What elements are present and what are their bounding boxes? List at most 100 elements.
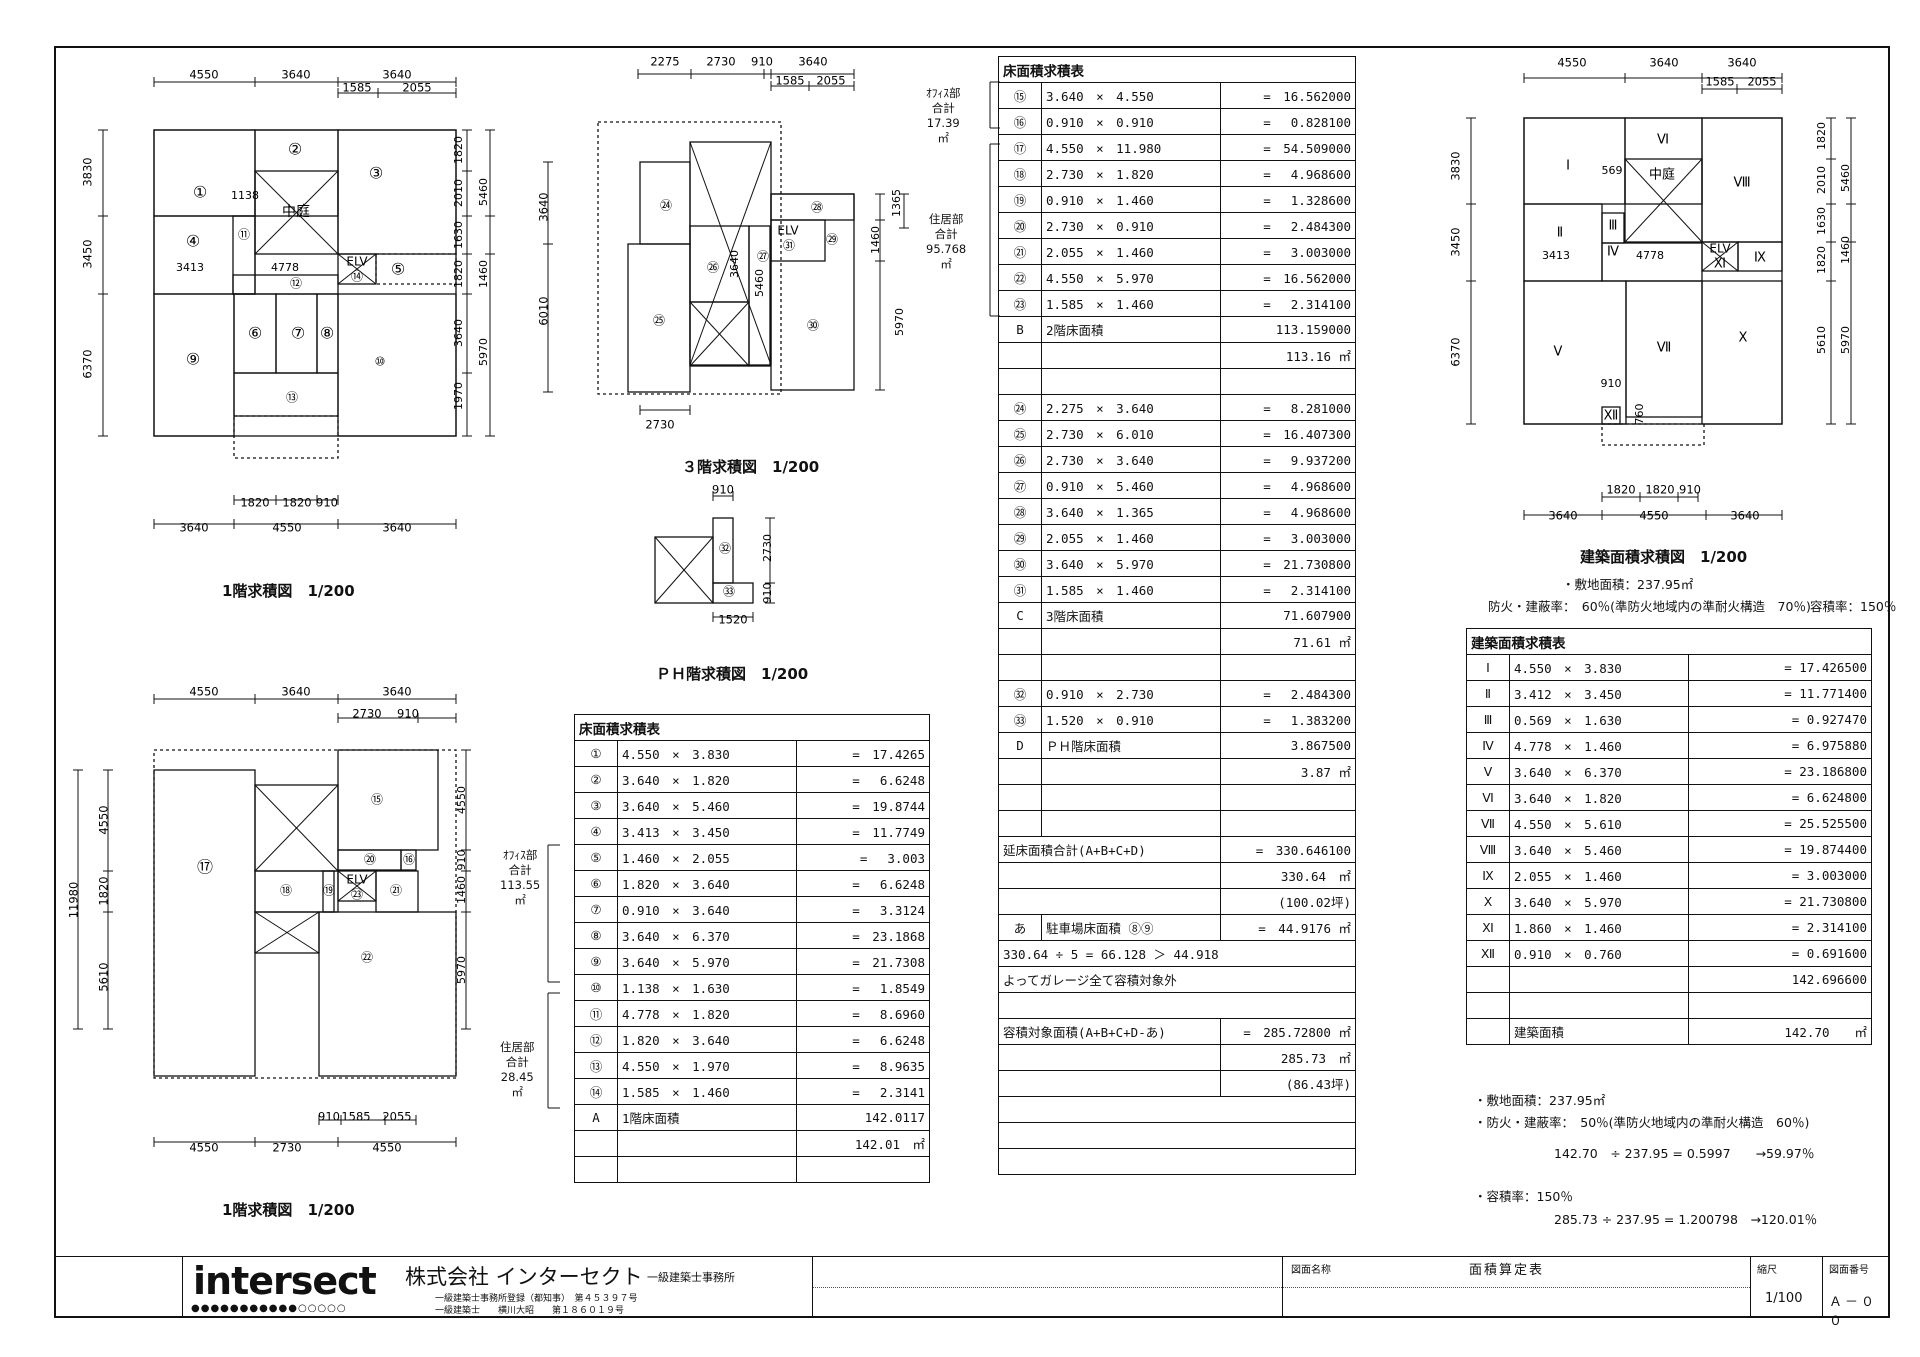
blank-row <box>998 810 1356 837</box>
table-cell: = 2.314100 <box>1220 290 1356 317</box>
table-cell: C <box>998 602 1042 629</box>
far-tsubo-row: (86.43坪) <box>998 1070 1356 1097</box>
plan-line <box>254 784 339 872</box>
subtotal-rounded: 142.01 ㎡ <box>796 1130 930 1157</box>
plan-label: 1630 <box>452 221 465 249</box>
table-cell <box>1466 992 1510 1019</box>
plan-room-outline <box>337 293 457 437</box>
blank-row <box>1466 992 1872 1019</box>
table-cell: Ⅲ <box>1466 706 1510 733</box>
subtotal-label: A <box>574 1104 618 1131</box>
plan-room-outline <box>1624 158 1703 243</box>
table-cell: 1.585 × 1.460 <box>1041 576 1221 603</box>
plan-label: 3640 <box>1727 56 1756 70</box>
plan-label: 3640 <box>1649 56 1678 70</box>
table-cell: = 1.328600 <box>1220 186 1356 213</box>
table-cell: = 0.927470 <box>1688 706 1872 733</box>
plan-label: 1970 <box>452 382 465 410</box>
row-number: ⑫ <box>574 1026 618 1053</box>
plan-label: 2730 <box>761 534 774 562</box>
table-cell: 0.910 × 1.460 <box>1041 186 1221 213</box>
blank-cell <box>812 1257 1282 1317</box>
number-label: 図面番号 <box>1829 1265 1869 1276</box>
blank-row <box>998 784 1356 811</box>
garage-note-row: よってガレージ全て容積対象外 <box>998 966 1356 993</box>
plan-label: 1820 <box>282 496 311 510</box>
row-result: = 6.6248 <box>796 766 930 793</box>
table-cell: 142.70 ㎡ <box>1688 1018 1872 1045</box>
plan-room-outline <box>254 170 339 255</box>
plan-label: 2055 <box>1747 75 1776 89</box>
table-cell: Ⅶ <box>1466 810 1510 837</box>
plan-room-outline <box>1701 280 1783 425</box>
plan-room-outline <box>400 849 417 871</box>
table-cell: = 1.383200 <box>1220 706 1356 733</box>
registration-2: 一級建築士 横川大昭 第１８６０１９号 <box>435 1306 625 1316</box>
table-cell: = 21.730800 <box>1220 550 1356 577</box>
plan-label: 中庭 <box>1649 167 1675 183</box>
plan-label: 1820 <box>1606 483 1635 497</box>
table-cell <box>998 1122 1356 1149</box>
plan-label: ⑰ <box>197 858 213 877</box>
blank-row <box>998 654 1356 681</box>
table-cell: = 3.003000 <box>1220 238 1356 265</box>
plan-label: 910 <box>761 583 774 604</box>
table-cell: 2.730 × 6.010 <box>1041 420 1221 447</box>
plan-label: 3640 <box>537 192 551 221</box>
table-cell: 3.640 × 5.970 <box>1041 550 1221 577</box>
plan-label: 1585 <box>1705 75 1734 89</box>
plan-label: 2055 <box>402 81 431 95</box>
plan-label: 4550 <box>97 805 111 834</box>
total-tsubo-row: (100.02坪) <box>998 888 1356 915</box>
row-number: ① <box>574 740 618 767</box>
plan-label: 2055 <box>382 1110 411 1124</box>
far-calc: 285.73 ÷ 237.95 = 1.200798 →120.01％ <box>1554 1212 1818 1227</box>
table-cell <box>574 1130 618 1157</box>
table-cell: 2.730 × 3.640 <box>1041 446 1221 473</box>
plan-room-outline <box>1523 280 1627 425</box>
plan-label: Ⅺ <box>1714 257 1726 272</box>
table-cell: ⑮ <box>998 82 1042 109</box>
plan-label: 中庭 <box>282 203 310 220</box>
coverage-calc: 142.70 ÷ 237.95 = 0.5997 →59.97％ <box>1554 1146 1815 1161</box>
table-cell: 2.055 × 1.460 <box>1041 524 1221 551</box>
table-cell: 延床面積合計(A+B+C+D) <box>998 836 1221 863</box>
plan-label: 5970 <box>1839 326 1852 354</box>
plan-label: 910 <box>455 850 468 871</box>
table-cell: = 44.9176 ㎡ <box>1220 914 1356 941</box>
table-cell: ＰＨ階床面積 <box>1041 732 1221 759</box>
table-cell <box>998 758 1042 785</box>
plan-label: 2055 <box>816 74 845 88</box>
table-cell: = 16.407300 <box>1220 420 1356 447</box>
table-cell: 2.055 × 1.460 <box>1509 862 1689 889</box>
company-logo: intersect <box>193 1259 377 1303</box>
table-cell: ㉙ <box>998 524 1042 551</box>
table-cell: = 11.771400 <box>1688 680 1872 707</box>
table-cell: D <box>998 732 1042 759</box>
table-cell: = 9.937200 <box>1220 446 1356 473</box>
row-calc: 1.585 × 1.460 <box>617 1078 797 1105</box>
far-note-2: ・容積率：150％ <box>1474 1189 1573 1204</box>
table-cell: = 23.186800 <box>1688 758 1872 785</box>
plan-label: 5460 <box>753 269 766 297</box>
plan-room-outline <box>375 253 457 285</box>
table-cell: Ⅱ <box>1466 680 1510 707</box>
plan-label: 1585 <box>775 74 804 88</box>
plan-label: 1820 <box>1645 483 1674 497</box>
plan-label: ㉒ <box>361 951 373 965</box>
table-cell: = 2.484300 <box>1220 212 1356 239</box>
table-cell <box>998 368 1042 395</box>
table-cell: ㉚ <box>998 550 1042 577</box>
plan-label: 4550 <box>1639 509 1668 523</box>
plan-label: 910 <box>316 496 338 510</box>
plan-label: Ⅶ <box>1657 341 1672 356</box>
plan-label: 3450 <box>1449 227 1463 256</box>
table-cell <box>617 1156 797 1183</box>
plan-line <box>254 170 339 255</box>
plan-label: 910 <box>318 1110 340 1124</box>
blank-row <box>998 1122 1356 1149</box>
